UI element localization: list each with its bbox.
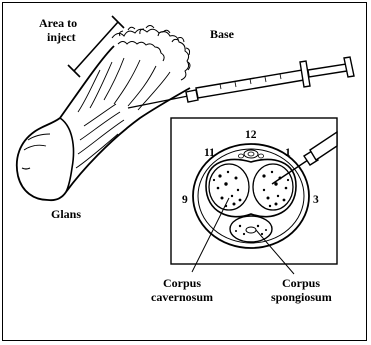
- clock-1: 1: [285, 147, 291, 159]
- label-corpus-cavernosum-2: cavernosum: [151, 290, 213, 304]
- label-area-line1: Area to: [39, 16, 77, 30]
- label-corpus-spongiosum-1: Corpus: [282, 276, 320, 290]
- penis-illustration: [17, 26, 190, 201]
- label-corpus-spongiosum-2: spongiosum: [271, 290, 332, 304]
- label-area-line2: inject: [47, 30, 76, 44]
- label-base: Base: [210, 27, 235, 41]
- corpus-spongiosum: [230, 216, 272, 242]
- clock-9: 9: [182, 194, 188, 206]
- clock-11: 11: [204, 147, 215, 159]
- cross-section: [193, 144, 309, 248]
- clock-3: 3: [313, 194, 319, 206]
- label-corpus-cavernosum-1: Corpus: [163, 276, 201, 290]
- clock-12: 12: [245, 129, 257, 141]
- label-glans: Glans: [51, 207, 81, 221]
